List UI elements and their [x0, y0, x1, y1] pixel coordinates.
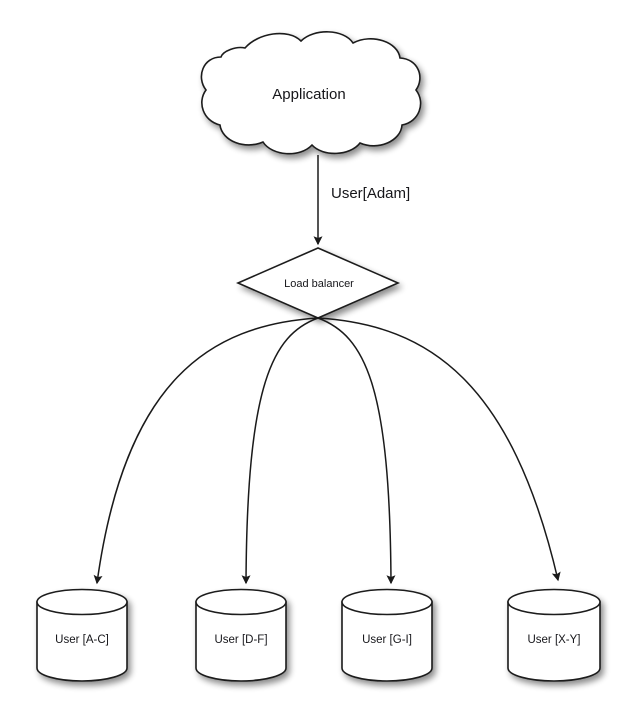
edge-app-lb-label: User[Adam] — [331, 185, 410, 202]
db-label-xy: User [X-Y] — [527, 634, 580, 646]
edge-lb-to-db-xy — [317, 317, 561, 582]
cloud-label: Application — [272, 86, 345, 103]
db-label-df: User [D-F] — [214, 634, 267, 646]
cylinder-body-xy — [507, 601, 601, 682]
db-label-gi: User [G-I] — [362, 634, 412, 646]
cylinder-top-ac — [36, 588, 128, 616]
edge-lb-to-db-gi — [317, 317, 396, 585]
node-db-ac[interactable]: User [A-C] — [36, 588, 128, 682]
cylinder-top-df — [195, 588, 287, 616]
node-load-balancer[interactable]: Load balancer — [236, 247, 400, 319]
edge-app-to-lb: User[Adam] — [313, 155, 410, 246]
cylinder-top-gi — [341, 588, 433, 616]
edge-lb-db-gi-path — [317, 317, 396, 585]
diamond-label: Load balancer — [284, 278, 354, 290]
edge-lb-to-db-ac — [93, 317, 319, 585]
cylinder-body-gi — [341, 601, 433, 682]
cloud-shape — [200, 31, 422, 155]
edge-lb-db-df-path — [241, 317, 319, 585]
node-db-xy[interactable]: User [X-Y] — [507, 588, 601, 682]
cylinder-body-ac — [36, 601, 128, 682]
edge-lb-db-xy-path — [317, 317, 561, 582]
edge-lb-to-db-df — [241, 317, 319, 585]
edge-lb-db-ac-path — [93, 317, 319, 585]
node-db-gi[interactable]: User [G-I] — [341, 588, 433, 682]
node-application[interactable]: Application — [200, 31, 422, 155]
cylinder-body-df — [195, 601, 287, 682]
cylinder-top-xy — [507, 588, 601, 616]
node-db-df[interactable]: User [D-F] — [195, 588, 287, 682]
db-label-ac: User [A-C] — [55, 634, 109, 646]
